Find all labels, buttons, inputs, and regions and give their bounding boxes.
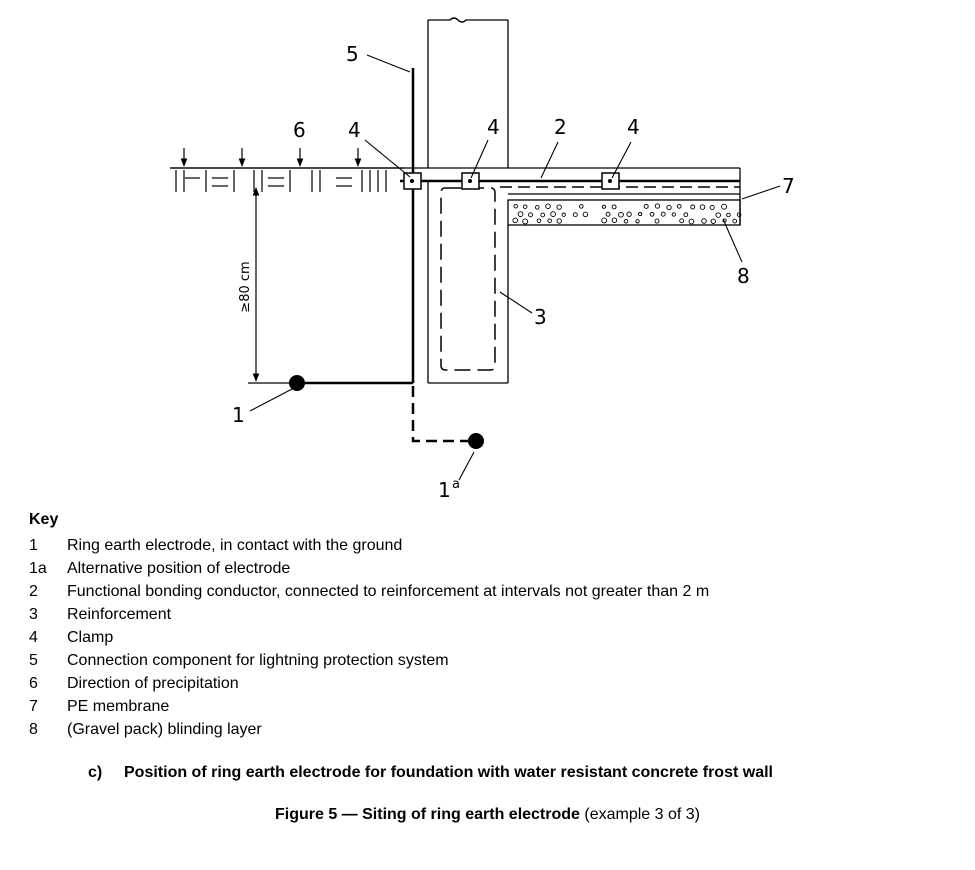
callout-1a-superscript: a (452, 477, 460, 492)
key-item-text: Functional bonding conductor, connected … (67, 583, 710, 600)
key-item: 3 Reinforcement (29, 603, 709, 626)
callout-4-right: 4 (627, 115, 640, 139)
callout-1: 1 (232, 403, 245, 427)
precipitation-arrows (180, 148, 362, 167)
depth-dimension-label: ≥80 cm (238, 261, 253, 312)
foundation-diagram: ≥80 cm 5 6 4 4 2 4 7 8 3 1 1 a (170, 17, 795, 500)
figure-caption-title: Figure 5 — Siting of ring earth electrod… (275, 806, 580, 823)
key-item: 6 Direction of precipitation (29, 672, 709, 695)
key-title: Key (29, 511, 59, 528)
reinforcement (440, 187, 496, 371)
key-item-text: Connection component for lightning prote… (67, 652, 449, 669)
key-item-number: 6 (29, 675, 38, 692)
ground-surface (170, 167, 404, 192)
key-item-text: Alternative position of electrode (67, 560, 291, 577)
key-item: 4 Clamp (29, 626, 709, 649)
callout-1a: 1 (438, 478, 451, 500)
callout-8: 8 (737, 264, 750, 288)
key-item-text: Clamp (67, 629, 114, 646)
leader-lines (249, 54, 781, 481)
wall (427, 17, 509, 168)
subfigure-letter: c) (88, 764, 103, 781)
key-item-text: (Gravel pack) blinding layer (67, 721, 262, 738)
callout-4-mid: 4 (487, 115, 500, 139)
figure-caption-note: (example 3 of 3) (579, 806, 700, 823)
key-item-text: Reinforcement (67, 606, 172, 623)
alternative-electrode (468, 433, 484, 449)
key-item-number: 1a (29, 560, 47, 577)
key-item-number: 1 (29, 537, 38, 554)
key-item: 8 (Gravel pack) blinding layer (29, 718, 709, 741)
key-item-text: PE membrane (67, 698, 170, 715)
depth-dimension (248, 187, 290, 384)
key-item: 1a Alternative position of electrode (29, 557, 709, 580)
subfigure-caption: c) Position of ring earth electrode for f… (88, 764, 773, 782)
subfigure-caption-text: Position of ring earth electrode for fou… (124, 764, 773, 781)
key-list: 1 Ring earth electrode, in contact with t… (29, 534, 709, 741)
gravel-layer (507, 199, 742, 226)
key-item-number: 2 (29, 583, 38, 600)
callout-5: 5 (346, 42, 359, 66)
key-item-number: 5 (29, 652, 38, 669)
callout-2: 2 (554, 115, 567, 139)
key-item-number: 4 (29, 629, 38, 646)
key-item-text: Ring earth electrode, in contact with th… (67, 537, 403, 554)
key-item-number: 7 (29, 698, 38, 715)
figure-caption: Figure 5 — Siting of ring earth electrod… (0, 806, 975, 824)
ring-earth-electrode (289, 375, 305, 391)
callout-4-left: 4 (348, 118, 361, 142)
key-item: 5 Connection component for lightning prot… (29, 649, 709, 672)
callout-7: 7 (782, 174, 795, 198)
foundation-footing (427, 181, 509, 384)
key-item: 1 Ring earth electrode, in contact with t… (29, 534, 709, 557)
key-item-number: 3 (29, 606, 38, 623)
callout-6: 6 (293, 118, 306, 142)
key-item: 7 PE membrane (29, 695, 709, 718)
key-item: 2 Functional bonding conductor, connected… (29, 580, 709, 603)
key-item-text: Direction of precipitation (67, 675, 239, 692)
alternative-conductor (411, 386, 476, 443)
callout-3: 3 (534, 305, 547, 329)
key-item-number: 8 (29, 721, 38, 738)
